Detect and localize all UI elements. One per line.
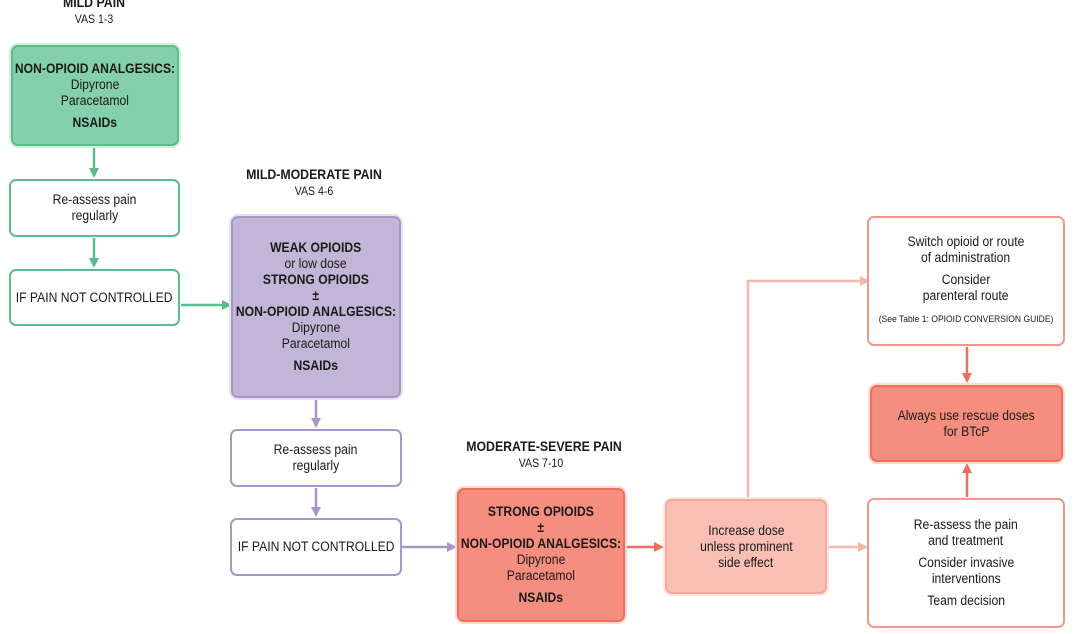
reassess-treatment-line-5: Team decision (927, 593, 1005, 608)
reassess-line-2: regularly (292, 458, 340, 473)
mild-pain-header: MILD PAIN VAS 1-3 (34, 0, 154, 26)
switch-opioid-box: Switch opioid or route of administration… (867, 216, 1065, 346)
reassess-line-1: Re-assess pain (52, 192, 137, 207)
mild-not-controlled-box: IF PAIN NOT CONTROLLED (9, 269, 180, 326)
mild-pain-vas: VAS 1-3 (74, 12, 114, 26)
conversion-guide-note: (See Table 1: OPIOID CONVERSION GUIDE) (878, 314, 1054, 325)
reassess-treatment-line-1: Re-assess the pain (913, 517, 1019, 532)
drug-nsaids: NSAIDs (293, 358, 339, 373)
strong-opioids-label: STRONG OPIOIDS (262, 272, 369, 287)
strong-opioids-label: STRONG OPIOIDS (487, 504, 594, 519)
plus-minus-label: ± (312, 288, 320, 303)
low-dose-label: or low dose (284, 256, 348, 271)
drug-nsaids: NSAIDs (518, 590, 564, 605)
not-controlled-label: IF PAIN NOT CONTROLLED (237, 539, 395, 554)
increase-dose-line-3: side effect (718, 554, 774, 570)
drug-dipyrone: Dipyrone (291, 320, 341, 335)
switch-line-1: Switch opioid or route (907, 234, 1025, 249)
switch-line-3: Consider (941, 272, 991, 287)
increase-dose-line-2: unless prominent (699, 538, 793, 554)
mild-moderate-reassess-box: Re-assess pain regularly (230, 429, 402, 487)
drug-paracetamol: Paracetamol (60, 92, 130, 108)
mild-moderate-title: MILD-MODERATE PAIN (246, 166, 382, 182)
reassess-treatment-line-3: Consider invasive (918, 555, 1014, 570)
mild-reassess-box: Re-assess pain regularly (9, 179, 180, 237)
moderate-severe-header: MODERATE-SEVERE PAIN VAS 7-10 (456, 438, 626, 470)
switch-line-4: parenteral route (923, 288, 1009, 303)
mild-moderate-header: MILD-MODERATE PAIN VAS 4-6 (234, 166, 394, 198)
rescue-doses-box: Always use rescue doses for BTcP (870, 385, 1063, 462)
mild-treatment-box: NON-OPIOID ANALGESICS: Dipyrone Paraceta… (11, 45, 179, 146)
reassess-treatment-line-2: and treatment (928, 533, 1004, 548)
reassess-treatment-line-4: interventions (931, 571, 1001, 586)
not-controlled-label: IF PAIN NOT CONTROLLED (16, 289, 173, 305)
switch-line-2: of administration (921, 250, 1011, 265)
mild-moderate-vas: VAS 4-6 (294, 184, 334, 198)
drug-nsaids: NSAIDs (72, 114, 118, 130)
reassess-line-2: regularly (71, 208, 118, 223)
drug-dipyrone: Dipyrone (516, 552, 566, 567)
moderate-severe-title: MODERATE-SEVERE PAIN (466, 438, 622, 454)
rescue-line-1: Always use rescue doses (897, 407, 1036, 423)
mild-pain-title: MILD PAIN (62, 0, 126, 10)
reassess-line-1: Re-assess pain (274, 442, 358, 457)
non-opioid-label: NON-OPIOID ANALGESICS: (14, 60, 176, 76)
increase-dose-box: Increase dose unless prominent side effe… (665, 499, 827, 594)
green-arrows (89, 148, 232, 310)
mild-moderate-not-controlled-box: IF PAIN NOT CONTROLLED (230, 518, 402, 576)
red-arrows (627, 276, 972, 552)
moderate-severe-treatment-box: STRONG OPIOIDS ± NON-OPIOID ANALGESICS: … (457, 488, 625, 622)
drug-paracetamol: Paracetamol (281, 336, 351, 351)
mild-moderate-treatment-box: WEAK OPIOIDS or low dose STRONG OPIOIDS … (231, 216, 401, 398)
reassess-treatment-box: Re-assess the pain and treatment Conside… (867, 498, 1065, 628)
arrow-increase-to-switch (746, 276, 870, 497)
drug-dipyrone: Dipyrone (70, 76, 120, 92)
rescue-line-2: for BTcP (943, 423, 990, 439)
non-opioid-label: NON-OPIOID ANALGESICS: (460, 536, 622, 551)
increase-dose-line-1: Increase dose (707, 522, 785, 538)
weak-opioids-label: WEAK OPIOIDS (270, 240, 362, 255)
plus-minus-label: ± (537, 520, 545, 535)
purple-arrows (311, 400, 457, 552)
drug-paracetamol: Paracetamol (506, 568, 576, 583)
moderate-severe-vas: VAS 7-10 (518, 456, 564, 470)
non-opioid-label: NON-OPIOID ANALGESICS: (235, 304, 397, 319)
